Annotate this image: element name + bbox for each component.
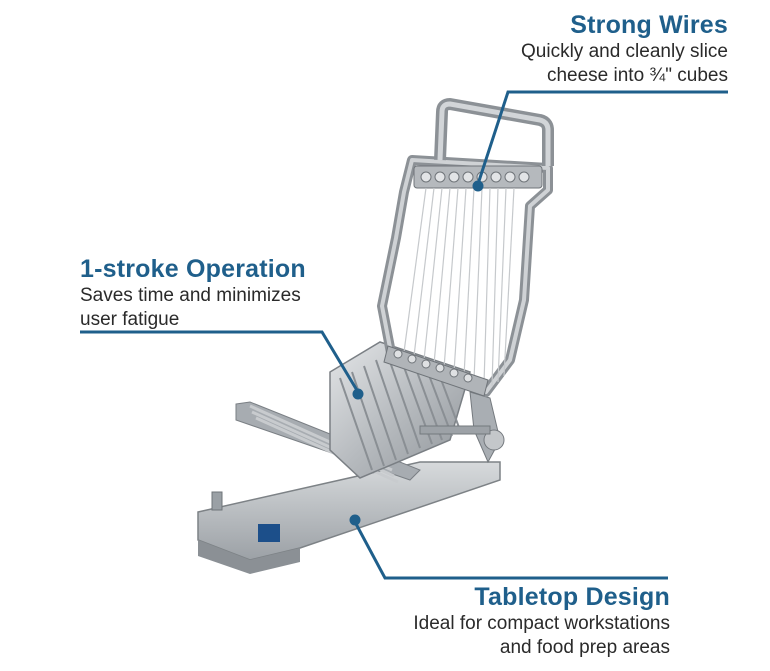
callout-desc-line2: user fatigue xyxy=(80,309,180,330)
base-plate xyxy=(197,461,501,574)
callout-desc-line1: Quickly and cleanly slice xyxy=(521,41,728,62)
handle xyxy=(434,98,554,166)
callout-desc-line2: and food prep areas xyxy=(499,637,670,658)
leader-wires xyxy=(472,90,728,192)
callout-desc-line1: Saves time and minimizes xyxy=(80,285,301,306)
callout-tabletop-design: Tabletop Design Ideal for compact workst… xyxy=(310,582,670,660)
support-arm xyxy=(419,391,505,464)
callout-title: 1-stroke Operation xyxy=(80,255,306,283)
callout-strong-wires: Strong Wires Quickly and cleanly slice c… xyxy=(398,10,728,88)
callout-desc-line2: cheese into ¾" cubes xyxy=(546,65,728,86)
callout-title: Tabletop Design xyxy=(474,583,670,611)
callout-1-stroke-operation: 1-stroke Operation Saves time and minimi… xyxy=(80,254,380,332)
callout-desc-line1: Ideal for compact workstations xyxy=(413,613,670,634)
callout-title: Strong Wires xyxy=(570,11,728,39)
leader-tabletop xyxy=(349,514,668,580)
logo-badge-icon xyxy=(258,524,280,542)
leader-stroke xyxy=(80,330,364,400)
wire-frame xyxy=(377,155,553,397)
